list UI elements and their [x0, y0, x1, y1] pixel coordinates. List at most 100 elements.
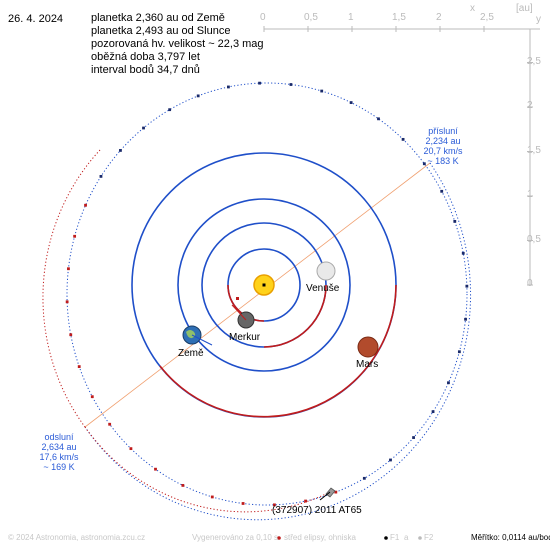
legend-center-dot — [277, 536, 281, 540]
asteroid-point — [99, 174, 103, 178]
info-line-magnitude: pozorovaná hv. velikost ~ 22,3 mag — [91, 38, 264, 50]
asteroid-point — [181, 484, 185, 487]
earth-label: Země — [178, 348, 204, 359]
asteroid-pointer-line — [319, 491, 331, 501]
asteroid-point — [362, 476, 366, 480]
x-tick-label: 1,5 — [392, 12, 406, 23]
asteroid-point — [69, 333, 73, 337]
perihelion-annotation: přísluní 2,234 au 20,7 km/s ~ 183 K — [418, 126, 468, 166]
venus-icon — [316, 261, 336, 281]
aphelion-temperature: ~ 169 K — [43, 462, 75, 472]
y-tick-label: 2 — [527, 100, 533, 111]
legend-f1-label: F1 — [390, 533, 400, 542]
aphelion-speed: 17,6 km/s — [39, 452, 79, 462]
info-line-sun-distance: planetka 2,493 au od Slunce — [91, 25, 231, 37]
y-tick-label: 0 — [527, 278, 533, 289]
mars-orbit-red — [159, 284, 397, 418]
aphelion-annotation: odsluní 2,634 au 17,6 km/s ~ 169 K — [36, 432, 82, 472]
perihelion-temperature: ~ 183 K — [427, 156, 459, 166]
mercury-orbit-red — [227, 284, 265, 322]
earth-orbit — [177, 198, 351, 372]
x-tick-label: 2 — [436, 12, 442, 23]
asteroid-point — [273, 503, 276, 507]
asteroid-point — [320, 89, 324, 93]
asteroid-point — [412, 436, 415, 439]
asteroid-point — [67, 267, 70, 271]
asteroid-point — [401, 137, 405, 141]
perihelion-distance: 2,234 au — [425, 136, 461, 146]
asteroid-point — [461, 251, 465, 255]
asteroid-point — [453, 220, 457, 223]
asteroid-position-points — [65, 81, 469, 507]
asteroid-orbit-blue — [66, 82, 468, 506]
ellipse-center-marker — [236, 297, 239, 300]
y-tick-label: 0,5 — [527, 233, 541, 245]
asteroid-point — [168, 108, 172, 112]
legend-center-label: střed elipsy, ohniska — [284, 533, 356, 542]
legend-f2-label: F2 — [424, 533, 434, 542]
mars-icon — [357, 336, 379, 358]
earth-pointer-line — [191, 334, 213, 346]
y-axis — [527, 29, 533, 286]
asteroid-point — [464, 317, 467, 321]
asteroid-point — [196, 94, 200, 98]
asteroid-point — [289, 83, 293, 86]
asteroid-point — [84, 203, 87, 207]
asteroid-point — [377, 117, 380, 121]
asteroid-point — [447, 381, 450, 385]
asteroid-point — [65, 300, 69, 304]
asteroid-point — [465, 284, 469, 288]
scale-text: Měřítko: 0,0114 au/bod — [471, 533, 550, 542]
asteroid-point — [241, 502, 245, 505]
y-axis-label: y — [536, 14, 541, 25]
copyright-text: © 2024 Astronomia, astronomia.zcu.cz — [8, 533, 146, 542]
mercury-pointer-line — [231, 304, 247, 321]
asteroid-info: planetka 2,360 au od Země planetka 2,493… — [91, 12, 264, 77]
apsis-line — [84, 162, 431, 428]
asteroid-point — [227, 85, 230, 89]
asteroid-point — [210, 495, 214, 499]
asteroid-icon — [325, 487, 336, 498]
asteroid-point — [440, 189, 444, 193]
y-tick-label: 2,5 — [527, 55, 541, 67]
asteroid-point — [154, 467, 157, 471]
venus-label: Venuše — [306, 283, 340, 294]
asteroid-point — [389, 458, 392, 462]
focus-f1-marker — [262, 283, 266, 287]
asteroid-point — [108, 422, 112, 426]
aphelion-title: odsluní — [44, 432, 74, 442]
aphelion-distance: 2,634 au — [41, 442, 77, 452]
asteroid-point — [119, 149, 122, 152]
asteroid-point — [457, 350, 461, 354]
earth-land-shape — [186, 330, 196, 339]
legend-f1-dot — [384, 536, 388, 540]
asteroid-point — [77, 365, 81, 368]
x-tick-label: 2,5 — [480, 12, 494, 23]
info-line-period: oběžná doba 3,797 let — [91, 51, 200, 63]
info-line-earth-distance: planetka 2,360 au od Země — [91, 12, 225, 24]
x-axis-label: x — [470, 3, 475, 14]
asteroid-point — [334, 490, 338, 494]
current-date: 26. 4. 2024 — [8, 13, 64, 25]
mercury-label: Merkur — [229, 332, 261, 343]
perihelion-speed: 20,7 km/s — [423, 146, 463, 156]
asteroid-point — [90, 395, 94, 399]
asteroid-point — [142, 126, 145, 130]
info-line-interval: interval bodů 34,7 dnů — [91, 64, 200, 76]
y-tick-label: 1,5 — [527, 144, 541, 156]
asteroid-point — [422, 162, 426, 166]
asteroid-point — [431, 410, 435, 414]
asteroid-point — [258, 81, 261, 85]
asteroid-orbit-arc-upper — [84, 162, 472, 521]
legend-a-label: a — [404, 533, 409, 542]
x-axis — [263, 26, 540, 32]
asteroid-point — [73, 234, 77, 238]
legend-f2-dot — [418, 536, 422, 540]
asteroid-point — [304, 499, 307, 503]
generated-time-text: Vygenerováno za 0,10 s — [192, 533, 278, 542]
x-tick-label: 0,5 — [304, 12, 318, 23]
y-tick-label: 1 — [527, 189, 533, 200]
venus-orbit-red — [263, 284, 327, 348]
